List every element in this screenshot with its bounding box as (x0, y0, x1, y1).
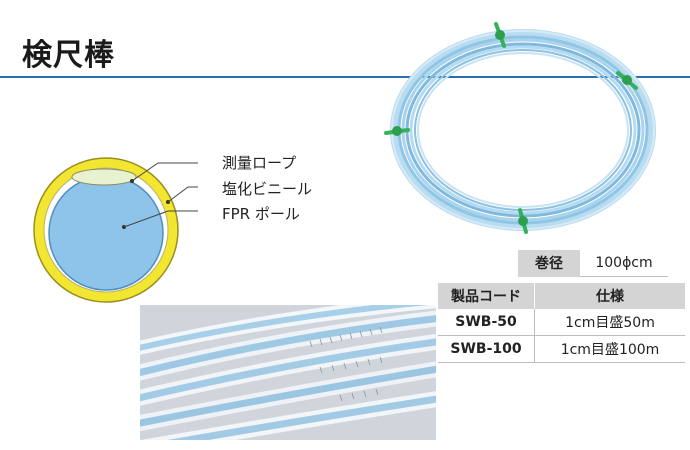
roll-diameter-value: 100ϕcm (580, 250, 668, 277)
rope-closeup-graphic (140, 305, 436, 440)
table-row: SWB-50 1cm目盛50m (438, 309, 685, 336)
product-code: SWB-50 (438, 309, 535, 336)
product-code: SWB-100 (438, 335, 535, 363)
label-fpr-pole: FPR ポール (222, 205, 300, 223)
spec-graduation: 1cm目盛 (565, 315, 624, 331)
fpr-pole-core (48, 175, 164, 291)
roll-diameter-table: 巻径 100ϕcm (518, 250, 668, 277)
title-rule (0, 76, 690, 78)
rope-closeup-photo (140, 305, 436, 440)
table-row: SWB-100 1cm目盛100m (438, 335, 685, 363)
cross-section-diagram (33, 157, 198, 303)
spec-length: 50m (623, 315, 655, 331)
spec-length: 100m (618, 342, 660, 358)
page-title: 検尺棒 (22, 38, 115, 73)
label-survey-rope: 測量ロープ (222, 154, 297, 172)
coil-image (384, 22, 656, 234)
label-pvc: 塩化ビニール (222, 180, 313, 198)
product-spec-table: 製品コード 仕様 SWB-50 1cm目盛50m SWB-100 1cm目盛10… (438, 283, 685, 363)
spec-graduation: 1cm目盛 (560, 342, 619, 358)
survey-rope (71, 168, 137, 186)
header-spec: 仕様 (534, 283, 685, 309)
header-product-code: 製品コード (438, 283, 535, 309)
roll-diameter-header: 巻径 (518, 250, 580, 277)
